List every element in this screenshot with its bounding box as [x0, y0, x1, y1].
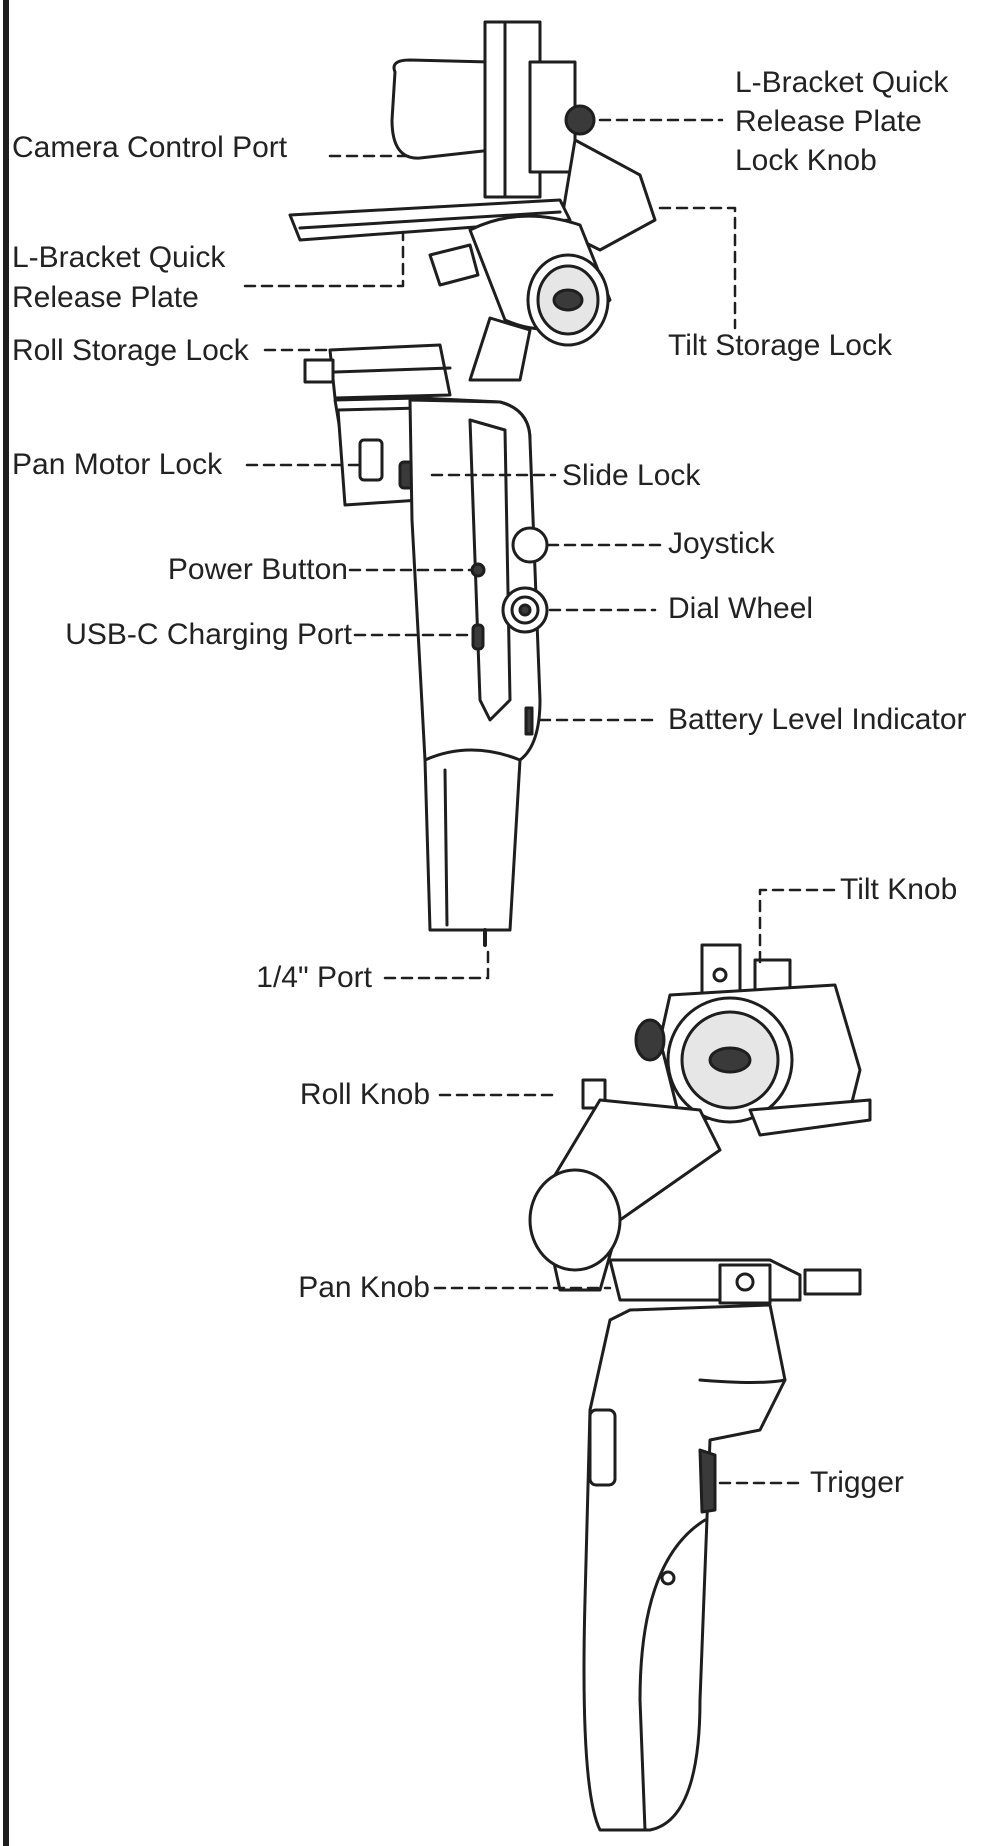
label-pan-knob: Pan Knob [298, 1271, 430, 1304]
label-tilt-storage-lock: Tilt Storage Lock [668, 329, 892, 362]
power-button [470, 562, 486, 578]
label-slide-lock: Slide Lock [562, 459, 701, 492]
gimbal-side-view [528, 943, 872, 1832]
label-l-bracket-lock-knob-line1: L-Bracket Quick [735, 66, 949, 99]
label-power-button: Power Button [167, 553, 348, 586]
label-usb-c-port: USB-C Charging Port [65, 618, 352, 651]
label-tilt-knob: Tilt Knob [840, 873, 958, 906]
label-quarter-inch-port: 1/4" Port [256, 961, 372, 994]
label-camera-control-port: Camera Control Port [12, 131, 288, 164]
label-l-bracket-lock-knob-line2: Release Plate [735, 105, 922, 138]
camera-housing [390, 58, 494, 160]
label-roll-knob: Roll Knob [299, 1078, 430, 1111]
lock-knob [564, 104, 596, 136]
gimbal-front-view [288, 20, 657, 947]
label-l-bracket-lock-knob-line3: Lock Knob [735, 144, 877, 177]
battery-indicator [524, 706, 534, 736]
trigger [698, 1448, 717, 1514]
label-l-bracket-plate-line2: Release Plate [12, 281, 199, 314]
label-l-bracket-plate-line1: L-Bracket Quick [12, 241, 226, 274]
joystick [511, 526, 549, 564]
label-dial-wheel: Dial Wheel [668, 592, 814, 625]
leader-lines [243, 118, 837, 1485]
label-battery-indicator: Battery Level Indicator [668, 703, 967, 736]
label-trigger: Trigger [810, 1466, 904, 1499]
label-pan-motor-lock: Pan Motor Lock [12, 448, 223, 481]
roll-knob [634, 1018, 666, 1062]
usb-c-port [471, 623, 485, 651]
side-handle [582, 1303, 787, 1832]
label-joystick: Joystick [668, 527, 775, 560]
label-roll-storage-lock: Roll Storage Lock [12, 334, 249, 367]
